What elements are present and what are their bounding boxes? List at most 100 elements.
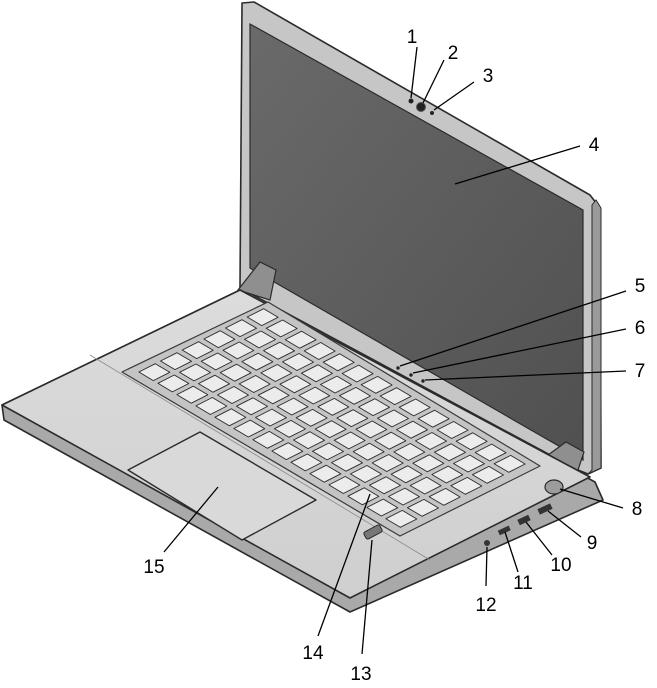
keyboard-key (276, 397, 309, 416)
callout-9: 9 (587, 533, 598, 554)
touchpad (127, 431, 317, 541)
keyboard-key (314, 420, 347, 439)
leader-line-12 (485, 546, 488, 587)
callout-14: 14 (302, 643, 324, 664)
fingerprint-reader (363, 524, 383, 540)
callout-5: 5 (635, 276, 646, 297)
keyboard-key (331, 453, 363, 472)
leader-lines (163, 46, 627, 655)
power-button (544, 479, 564, 495)
keyboard-key (393, 443, 426, 461)
keyboard-key (238, 375, 271, 393)
callout-15: 15 (143, 557, 164, 578)
keyboard-key (198, 374, 230, 393)
keyboard-key (412, 454, 445, 473)
keyboard-key (453, 454, 485, 473)
keyboard-key (263, 341, 295, 360)
keyboard-key (138, 363, 171, 382)
leader-line-9 (547, 510, 582, 538)
keyboard-key (214, 408, 247, 427)
leader-line-7 (424, 370, 627, 381)
keyboard-key (295, 408, 328, 427)
callout-2: 2 (448, 43, 459, 64)
callout-10: 10 (550, 555, 571, 576)
keyboard-key (455, 432, 488, 451)
keyboard-key (493, 454, 526, 473)
leader-line-4 (454, 145, 581, 185)
keyboard-key (390, 465, 423, 484)
microphone-right (430, 111, 434, 115)
callout-11: 11 (513, 573, 533, 594)
callout-6: 6 (635, 318, 646, 339)
leader-line-13 (361, 539, 373, 655)
keyboard-key (320, 375, 352, 394)
keyboard-key (284, 330, 317, 349)
keyboard-key (472, 465, 504, 484)
callout-7: 7 (635, 361, 646, 382)
keyboard-key (379, 387, 412, 406)
keyboard-key (271, 442, 304, 461)
keyboard-key (347, 487, 380, 506)
keyboard-key (252, 430, 285, 449)
keyboard-key (225, 319, 257, 338)
status-light-battery (409, 373, 413, 377)
keyboard-key (388, 487, 420, 506)
keyboard-key (336, 409, 369, 428)
keyboard-key (341, 364, 374, 383)
usb-port (517, 514, 531, 526)
callout-numbers: 1 2 3 4 5 6 7 8 9 10 11 12 13 14 15 (143, 27, 645, 685)
keyboard-key (434, 443, 466, 462)
keyboard-key (303, 342, 336, 360)
keyboard-key (407, 498, 439, 517)
leader-line-6 (412, 328, 627, 374)
keyboard-key (417, 409, 450, 428)
keyboard-key (474, 443, 507, 462)
keyboard-key (328, 476, 361, 494)
keyboard-key (309, 464, 342, 483)
keyboard-key (236, 397, 268, 416)
leader-line-10 (525, 521, 553, 556)
keyboard-key (301, 364, 333, 383)
screen-panel (249, 22, 584, 462)
leader-line-11 (504, 531, 519, 573)
keyboard-key (366, 498, 399, 517)
keyboard-key (431, 465, 464, 484)
callout-8: 8 (632, 499, 643, 520)
leader-line-14 (317, 493, 371, 637)
keyboard-key (350, 465, 382, 483)
callout-13: 13 (350, 664, 371, 685)
keyboard-key (241, 352, 274, 371)
keyboard-key (358, 398, 390, 417)
keyboard-key (322, 353, 355, 372)
keyboard-key (333, 431, 366, 450)
keyboard-key (160, 352, 192, 371)
callout-1: 1 (407, 27, 418, 48)
leader-line-3 (433, 81, 475, 111)
keyboard-key (369, 476, 401, 495)
keyboard-key (219, 363, 252, 382)
keyboard-key (290, 453, 323, 472)
keyboard-key (352, 442, 385, 461)
status-light-power (396, 366, 400, 370)
leader-line-8 (559, 488, 624, 509)
keyboard-key (179, 363, 211, 382)
keyboard-key (279, 375, 312, 394)
camera-status-light (408, 98, 414, 104)
keyboard-key (217, 386, 249, 404)
keyboard-key (203, 330, 236, 349)
camera-lens (416, 102, 426, 112)
keyboard-key (244, 330, 276, 349)
keyboard-key (450, 476, 483, 495)
hdmi-port (537, 503, 553, 515)
keyboard-key (396, 420, 428, 439)
status-light-wireless (421, 379, 425, 383)
display-lid (236, 1, 602, 483)
keyboard-key (374, 431, 407, 450)
keyboard-key (355, 420, 388, 439)
keyboard-key (317, 397, 350, 416)
keyboard-key (436, 421, 469, 439)
keyboard-key (428, 487, 461, 506)
keyboard-key (274, 419, 306, 438)
keyboard-key (282, 353, 314, 371)
